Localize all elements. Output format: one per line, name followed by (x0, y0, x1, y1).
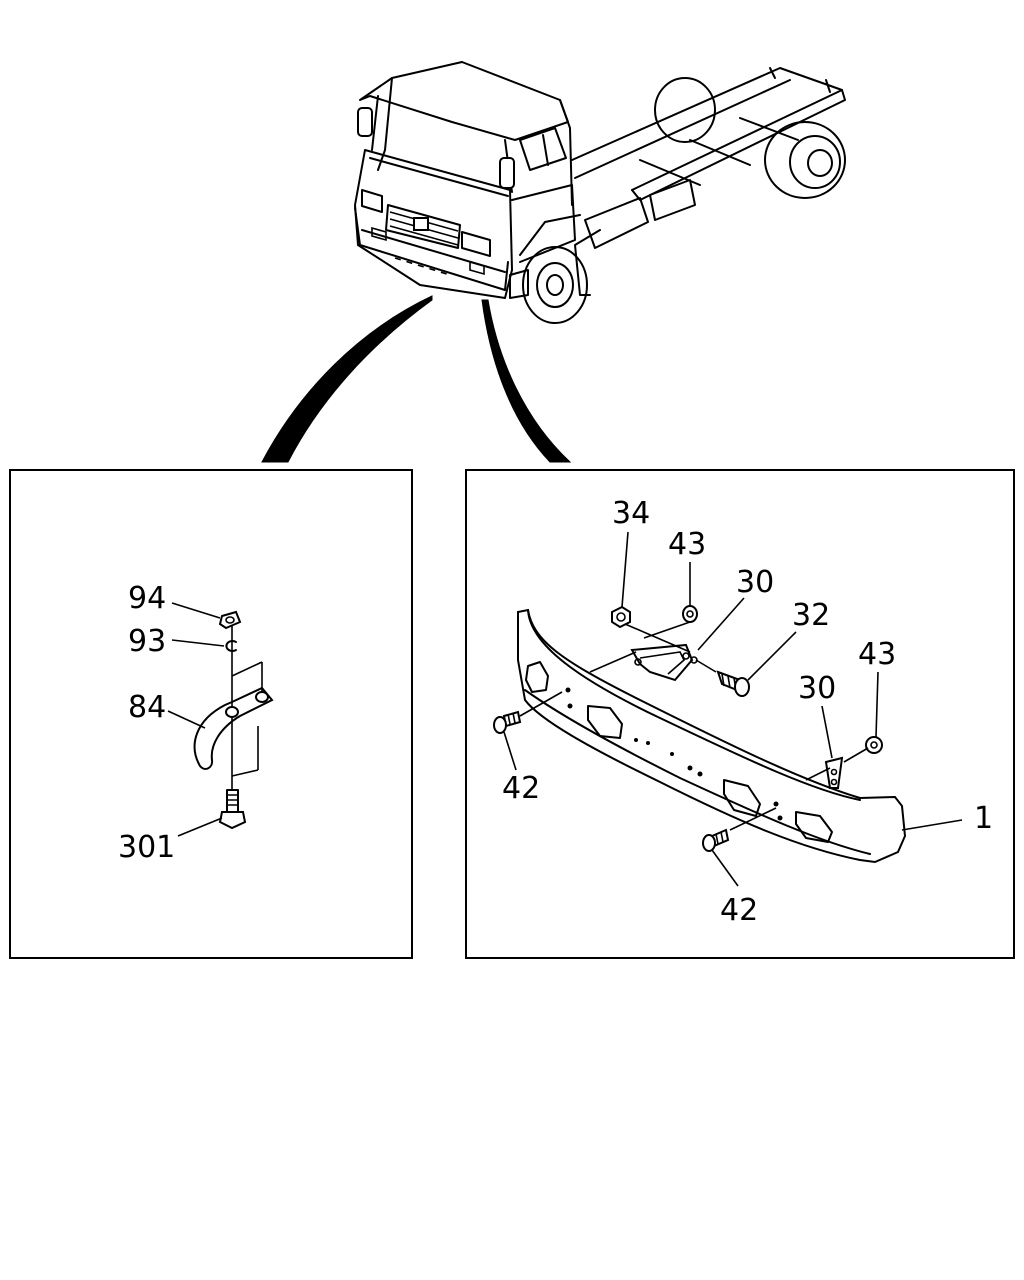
bumper-panel (465, 469, 1015, 959)
tow-hook-parts (167, 602, 274, 837)
label-hook: 84 (128, 690, 166, 725)
label-hook-bolt: 301 (118, 830, 175, 865)
callout-arc-right (481, 299, 572, 463)
truck-illustration (354, 61, 846, 324)
label-bracket-nut: 34 (612, 496, 650, 531)
label-hook-nut: 94 (128, 581, 166, 616)
bumper-parts (493, 531, 963, 887)
label-bracket-right: 30 (798, 671, 836, 706)
label-bumper-bolt-left: 42 (502, 771, 540, 806)
label-bracket-bolt: 32 (792, 598, 830, 633)
label-bumper-bolt-right: 42 (720, 893, 758, 928)
label-bracket-washer-right: 43 (858, 637, 896, 672)
callout-arc-left (261, 295, 433, 463)
label-hook-washer: 93 (128, 624, 166, 659)
label-bracket-washer-left: 43 (668, 527, 706, 562)
label-bracket-left: 30 (736, 565, 774, 600)
label-bumper: 1 (974, 801, 993, 836)
tow-hook-panel (9, 469, 413, 959)
